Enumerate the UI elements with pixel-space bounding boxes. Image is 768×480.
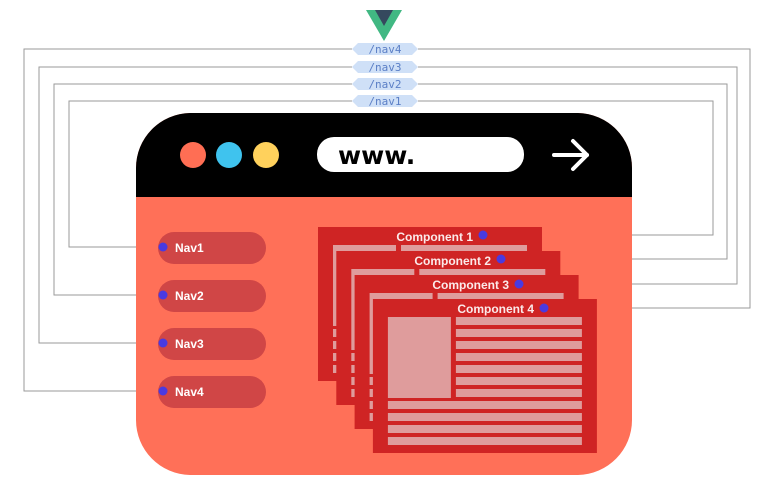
- nav-item-label: Nav3: [175, 337, 204, 351]
- route-label-text: /nav2: [368, 78, 401, 91]
- component-title: Component 4: [457, 302, 534, 316]
- connector-dot: [158, 242, 168, 252]
- route-label: /nav3: [352, 61, 418, 74]
- route-label: /nav1: [352, 95, 418, 108]
- nav-item-label: Nav1: [175, 241, 204, 255]
- text-line-placeholder: [455, 329, 582, 337]
- route-label: /nav2: [352, 78, 418, 91]
- connector-dot: [158, 290, 168, 300]
- component-title: Component 2: [414, 254, 491, 268]
- component-card-4: Component 4: [372, 299, 597, 453]
- text-line-placeholder: [401, 245, 527, 253]
- text-line-placeholder: [387, 437, 582, 445]
- nav-item-3[interactable]: Nav3: [158, 328, 266, 360]
- window-dot-minimize: [216, 142, 242, 168]
- address-bar[interactable]: [317, 137, 524, 172]
- text-line-placeholder: [387, 425, 582, 433]
- connector-dot: [514, 279, 524, 289]
- text-line-placeholder: [455, 365, 582, 373]
- connector-dot: [539, 303, 549, 313]
- url-text: www.: [338, 141, 415, 170]
- nav-item-label: Nav2: [175, 289, 204, 303]
- connector-dot: [158, 338, 168, 348]
- vue-logo: [366, 10, 402, 41]
- nav-item-label: Nav4: [175, 385, 204, 399]
- text-line-placeholder: [387, 413, 582, 421]
- nav-item-1[interactable]: Nav1: [158, 232, 266, 264]
- text-line-placeholder: [455, 389, 582, 397]
- connector-line: [23, 48, 751, 392]
- text-line-placeholder: [437, 293, 564, 301]
- text-line-placeholder: [455, 377, 582, 385]
- route-label-text: /nav1: [368, 95, 401, 108]
- component-title: Component 3: [432, 278, 509, 292]
- window-dot-maximize: [253, 142, 279, 168]
- component-stack: Component 1 Component 2 Component 3 Compone…: [318, 227, 597, 453]
- route-label-text: /nav4: [368, 43, 401, 56]
- connector-dot: [478, 230, 488, 240]
- image-placeholder: [387, 317, 451, 398]
- connector-dot: [158, 386, 168, 396]
- connector-lines: [23, 48, 751, 392]
- connector-dots: [158, 230, 549, 396]
- route-label: /nav4: [352, 43, 418, 56]
- text-line-placeholder: [455, 341, 582, 349]
- text-line-placeholder: [455, 317, 582, 325]
- window-dot-close: [180, 142, 206, 168]
- text-line-placeholder: [455, 353, 582, 361]
- nav-item-2[interactable]: Nav2: [158, 280, 266, 312]
- route-labels: /nav4/nav3/nav2/nav1: [352, 43, 418, 108]
- component-title: Component 1: [396, 230, 473, 244]
- connector-dot: [496, 254, 506, 264]
- route-label-text: /nav3: [368, 61, 401, 74]
- text-line-placeholder: [387, 401, 582, 409]
- arrow-right-icon[interactable]: [552, 139, 589, 171]
- text-line-placeholder: [419, 269, 546, 277]
- nav-item-4[interactable]: Nav4: [158, 376, 266, 408]
